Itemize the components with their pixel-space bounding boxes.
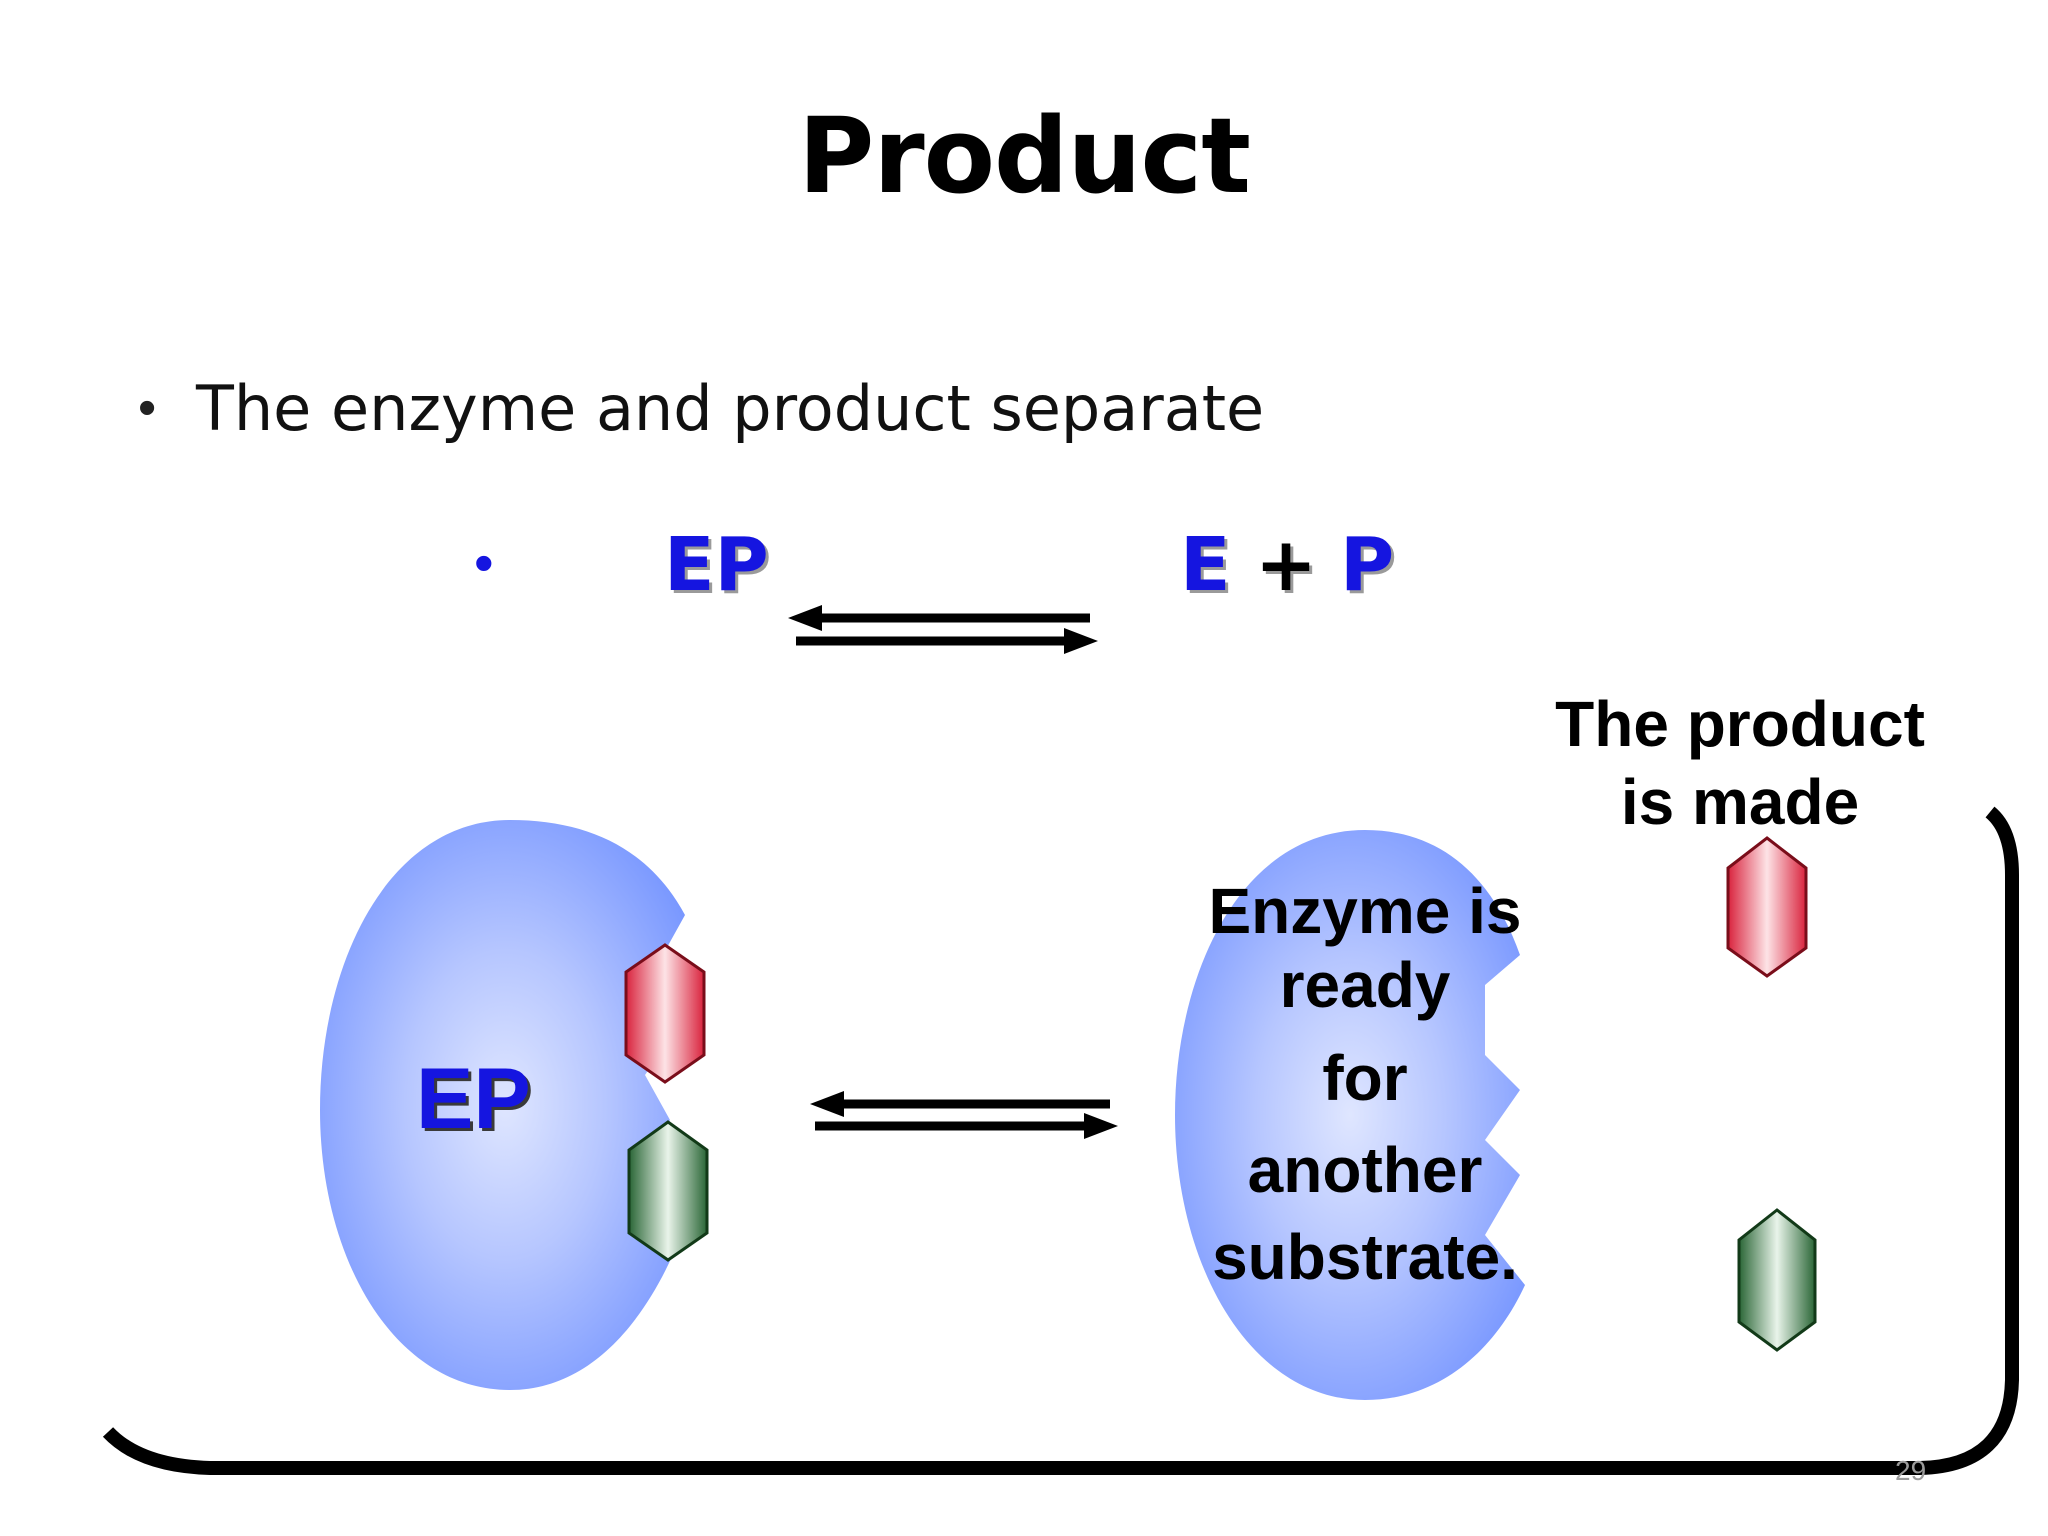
caption-line-1: Enzyme is (1208, 875, 1522, 947)
equation-bullet: • (474, 531, 494, 594)
caption-line-3: for (1322, 1042, 1408, 1115)
equation-enzyme: E (1180, 522, 1231, 608)
caption-line-5: substrate. (1212, 1221, 1518, 1294)
product-caption: The product is made (1510, 685, 1970, 841)
bullet-dot: • (138, 379, 157, 437)
green-product-free (1737, 1208, 1817, 1352)
red-product-bound (624, 943, 706, 1084)
equation-plus: + (1255, 522, 1318, 608)
bullet-text: The enzyme and product separate (196, 372, 1265, 445)
product-caption-line-2: is made (1620, 766, 1860, 839)
panel-shadow (102, 806, 2019, 1475)
product-caption-line-1: The product (1555, 688, 1925, 760)
caption-line-4: another (1247, 1133, 1483, 1206)
free-enzyme-shape (1175, 830, 1525, 1400)
free-enzyme-caption: Enzyme is ready for another substrate. (1190, 875, 1540, 1295)
green-product-bound (627, 1120, 709, 1262)
caption-line-2: ready (1279, 948, 1451, 1021)
complex-label: EP (416, 1051, 531, 1147)
enzyme-complex-shape (320, 820, 690, 1390)
equation-product: P (1340, 522, 1395, 608)
equation-left: EP (664, 522, 769, 608)
red-product-free (1726, 836, 1808, 978)
equilibrium-arrows-top (788, 605, 1098, 654)
page-number: 29 (1895, 1455, 1927, 1486)
slide-title: Product (798, 95, 1251, 217)
equilibrium-arrows-middle (810, 1091, 1118, 1139)
